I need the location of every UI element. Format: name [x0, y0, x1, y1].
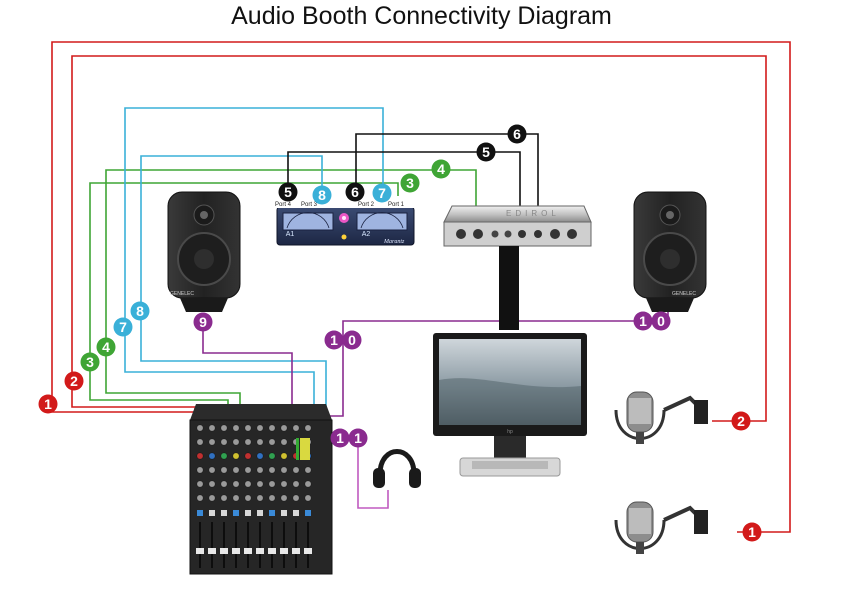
svg-text:GENELEC: GENELEC	[672, 291, 696, 297]
svg-text:0: 0	[657, 313, 665, 329]
svg-text:5: 5	[284, 184, 292, 200]
wire-5-black	[287, 151, 521, 236]
badge-l8-left: 8	[130, 301, 150, 321]
channel-a1-label: A1	[286, 231, 295, 238]
wire-8-cyan	[140, 155, 327, 408]
badge-l4-left: 4	[96, 337, 116, 357]
wire-4-green	[105, 169, 477, 408]
wire-3-green	[89, 182, 399, 408]
switcher-logo: Marantz	[383, 239, 405, 245]
wire-2-red	[71, 55, 767, 422]
svg-text:6: 6	[513, 126, 521, 142]
headphones-icon	[373, 449, 421, 488]
wire-9-purple	[202, 320, 293, 412]
speaker-left: GENELEC	[167, 191, 241, 312]
svg-text:9: 9	[199, 314, 207, 330]
svg-text:3: 3	[86, 354, 94, 370]
badge-l6-top: 6	[507, 124, 527, 144]
svg-text:GENELEC: GENELEC	[170, 291, 194, 297]
svg-text:4: 4	[437, 161, 445, 177]
svg-text:1: 1	[354, 430, 362, 446]
badge-l1-right: 1	[742, 522, 762, 542]
svg-text:1: 1	[336, 430, 344, 446]
badge-l5-sw: 5	[278, 182, 298, 202]
svg-text:1: 1	[44, 396, 52, 412]
badge-l3-left: 3	[80, 352, 100, 372]
svg-text:1: 1	[639, 313, 647, 329]
microphone-bottom	[614, 501, 708, 554]
svg-text:1: 1	[748, 524, 756, 540]
badge-l2-right: 2	[731, 411, 751, 431]
svg-text:0: 0	[348, 332, 356, 348]
badge-l7-left: 7	[113, 317, 133, 337]
badge-l3-top: 3	[400, 173, 420, 193]
svg-text:8: 8	[318, 187, 326, 203]
svg-text:7: 7	[378, 185, 386, 201]
svg-text:4: 4	[102, 339, 110, 355]
badge-l4-top: 4	[431, 159, 451, 179]
channel-a2-label: A2	[362, 231, 371, 238]
badge-l9: 9	[193, 312, 213, 332]
svg-text:2: 2	[737, 413, 745, 429]
svg-text:8: 8	[136, 303, 144, 319]
port-1-label: Port 1	[388, 202, 405, 208]
monitor-pole	[499, 246, 519, 330]
port-3-label: Port 3	[301, 202, 318, 208]
mixing-console	[189, 404, 333, 575]
computer-monitor: hp	[433, 333, 587, 477]
wire-6-black	[355, 133, 539, 236]
svg-text:EDIROL: EDIROL	[506, 209, 560, 218]
svg-text:5: 5	[482, 144, 490, 160]
port-2-label: Port 2	[358, 202, 375, 208]
svg-text:7: 7	[119, 319, 127, 335]
badge-l8-sw: 8	[312, 185, 332, 205]
speaker-right: GENELEC	[633, 191, 707, 312]
page-title: Audio Booth Connectivity Diagram	[231, 2, 612, 30]
badge-l7-sw: 7	[372, 183, 392, 203]
headphone-switcher: A1 A2 Marantz Port 4 Port 3 Port 2 Port …	[275, 202, 415, 246]
svg-text:3: 3	[406, 175, 414, 191]
wire-7-cyan	[124, 107, 384, 408]
badge-l2-left: 2	[64, 371, 84, 391]
badge-l6-sw: 6	[345, 182, 365, 202]
svg-text:hp: hp	[507, 429, 513, 435]
svg-text:1: 1	[330, 332, 338, 348]
port-4-label: Port 4	[275, 202, 292, 208]
badge-l5-top: 5	[476, 142, 496, 162]
svg-text:6: 6	[351, 184, 359, 200]
badge-l1-left: 1	[38, 394, 58, 414]
svg-text:2: 2	[70, 373, 78, 389]
microphone-top	[614, 391, 708, 444]
audio-interface: EDIROL	[443, 205, 592, 247]
